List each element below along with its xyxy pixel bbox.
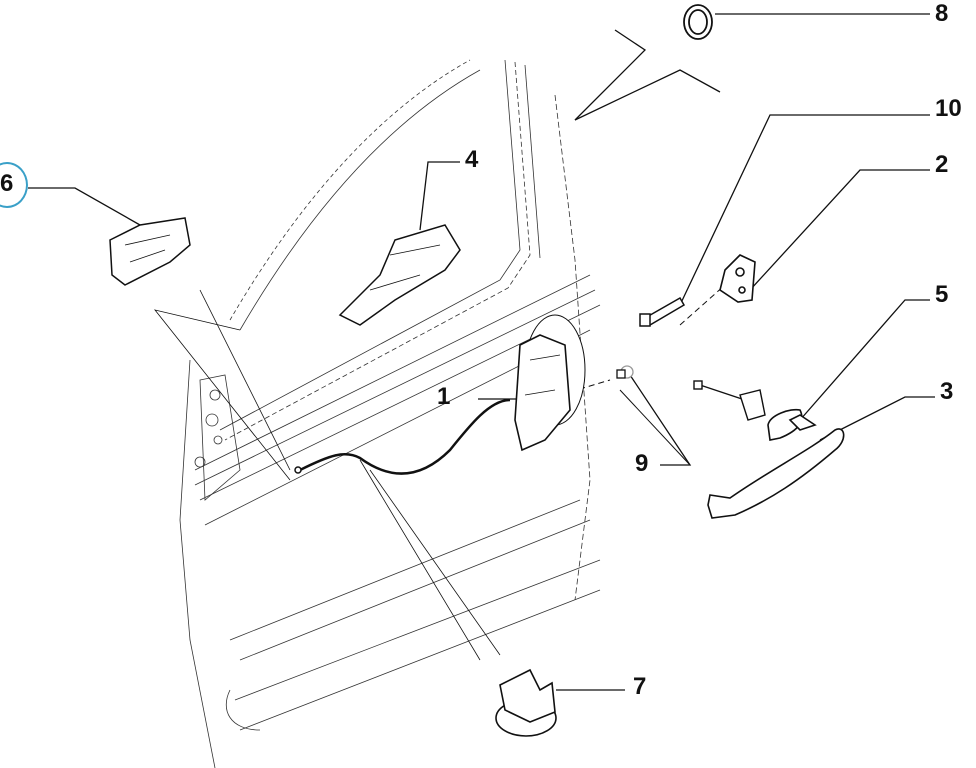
callout-7[interactable]: 7 <box>633 673 647 700</box>
part-inner-handle[interactable] <box>109 217 191 286</box>
callout-1[interactable]: 1 <box>437 383 451 410</box>
leader-lines <box>28 13 935 691</box>
door-body <box>179 59 601 768</box>
part-lock-cylinder[interactable] <box>693 380 766 421</box>
part-cable[interactable] <box>299 398 511 475</box>
callout-2[interactable]: 2 <box>935 151 949 178</box>
callout-5[interactable]: 5 <box>935 281 949 308</box>
part-handle-cap[interactable] <box>767 408 803 441</box>
callout-6[interactable]: 6 <box>0 170 14 197</box>
part-lock-actuator[interactable] <box>514 314 586 452</box>
part-screw[interactable] <box>616 365 634 379</box>
callout-9[interactable]: 9 <box>635 450 649 477</box>
callout-8[interactable]: 8 <box>935 0 949 27</box>
callout-10[interactable]: 10 <box>935 95 962 122</box>
part-grommet[interactable] <box>683 4 713 40</box>
callout-3[interactable]: 3 <box>940 378 954 405</box>
part-outer-handle[interactable] <box>707 414 845 519</box>
part-window-bracket[interactable] <box>338 224 461 326</box>
part-striker-bolt[interactable] <box>639 296 686 327</box>
part-cable-clip[interactable] <box>495 668 557 737</box>
cable-end <box>294 466 302 474</box>
part-striker[interactable] <box>719 254 756 303</box>
callout-4[interactable]: 4 <box>465 146 479 173</box>
